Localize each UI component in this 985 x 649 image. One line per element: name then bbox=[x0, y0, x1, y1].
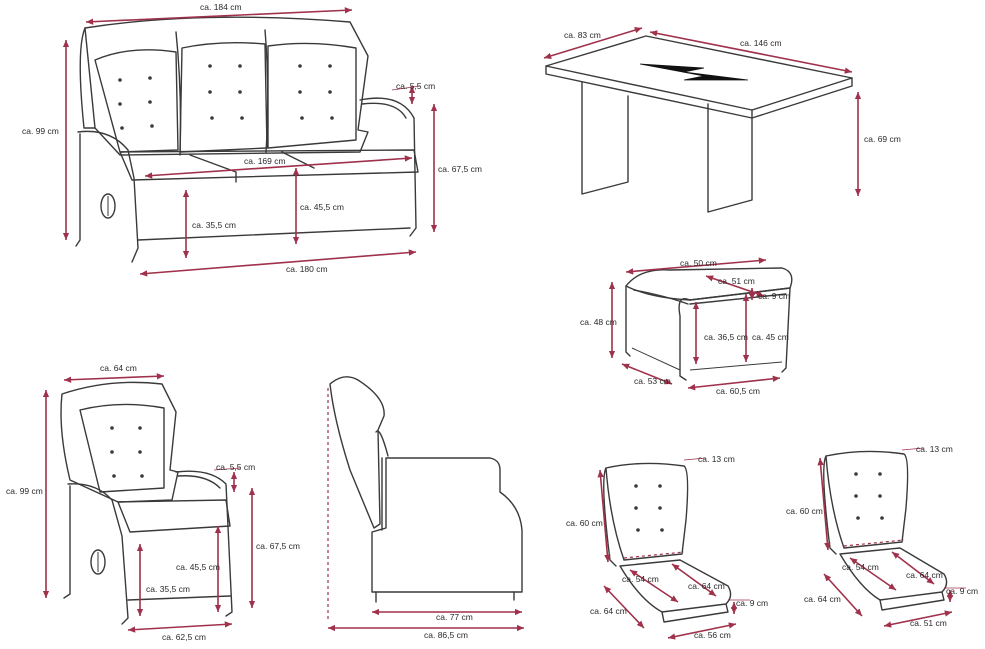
stool-depth-label: ca. 53 cm bbox=[634, 376, 671, 386]
cushion-a-back-height-label: ca. 60 cm bbox=[566, 518, 603, 528]
stool-drawing bbox=[625, 267, 793, 381]
sofa-width-bottom-label: ca. 180 cm bbox=[286, 264, 328, 274]
cushion-b-seat-thickness-label: ca. 9 cm bbox=[946, 586, 978, 596]
cushion-a-drawing bbox=[603, 462, 732, 623]
stool-top-width-label: ca. 50 cm bbox=[680, 258, 717, 268]
cushion-a-seat-depth-left-label: ca. 54 cm bbox=[622, 574, 659, 584]
stool-cushion-thickness-label: ca. 9 cm bbox=[758, 291, 790, 301]
armchair-width-bottom-label: ca. 62,5 cm bbox=[162, 632, 206, 642]
stool-width-label: ca. 60,5 cm bbox=[716, 386, 760, 396]
table-width-label: ca. 146 cm bbox=[740, 38, 782, 48]
side-view-depth-upright-label: ca. 77 cm bbox=[436, 612, 473, 622]
armchair-dimensions: ca. 64 cm ca. 99 cm ca. 5,5 cm ca. 67,5 … bbox=[6, 363, 300, 642]
sofa-width-top-label: ca. 184 cm bbox=[200, 2, 242, 12]
cushion-b-back-thickness-label: ca. 13 cm bbox=[916, 444, 953, 454]
side-view-depth-reclined-label: ca. 86,5 cm bbox=[424, 630, 468, 640]
armchair-seat-height-label: ca. 45,5 cm bbox=[176, 562, 220, 572]
sofa-arm-height-label: ca. 67,5 cm bbox=[438, 164, 482, 174]
table-dimensions: ca. 83 cm ca. 146 cm ca. 69 cm bbox=[543, 27, 901, 196]
sofa-seat-width-label: ca. 169 cm bbox=[244, 156, 286, 166]
cushion-a-width-label: ca. 56 cm bbox=[694, 630, 731, 640]
stool-height-label: ca. 48 cm bbox=[580, 317, 617, 327]
stool-leg-height-label: ca. 36,5 cm bbox=[704, 332, 748, 342]
stool-cushion-width-label: ca. 51 cm bbox=[718, 276, 755, 286]
sofa-height-label: ca. 99 cm bbox=[22, 126, 59, 136]
stool-dimensions: ca. 50 cm ca. 51 cm ca. 9 cm ca. 48 cm c… bbox=[580, 257, 790, 396]
table-depth-label: ca. 83 cm bbox=[564, 30, 601, 40]
armchair-drawing bbox=[60, 381, 233, 625]
sofa-seat-height-front-label: ca. 35,5 cm bbox=[192, 220, 236, 230]
cushion-b-back-height-label: ca. 60 cm bbox=[786, 506, 823, 516]
sofa-drawing bbox=[75, 16, 419, 263]
sofa-seat-height-label: ca. 45,5 cm bbox=[300, 202, 344, 212]
cushion-a-seat-depth-right-label: ca. 64 cm bbox=[688, 581, 725, 591]
cushion-b-dimensions: ca. 13 cm ca. 60 cm ca. 54 cm ca. 64 cm … bbox=[786, 444, 978, 628]
table-height-label: ca. 69 cm bbox=[864, 134, 901, 144]
side-view-dimensions: ca. 77 cm ca. 86,5 cm bbox=[327, 388, 524, 640]
sofa-dimensions: ca. 184 cm ca. 99 cm ca. 169 cm ca. 5,5 … bbox=[22, 2, 482, 277]
cushion-b-seat-depth-left-label: ca. 54 cm bbox=[842, 562, 879, 572]
cushion-b-drawing bbox=[823, 450, 948, 611]
cushion-a-dimensions: ca. 13 cm ca. 60 cm ca. 54 cm ca. 64 cm … bbox=[566, 454, 768, 640]
armchair-seat-height-front-label: ca. 35,5 cm bbox=[146, 584, 190, 594]
cushion-a-depth-label: ca. 64 cm bbox=[590, 606, 627, 616]
armchair-arm-width-label: ca. 5,5 cm bbox=[216, 462, 255, 472]
sofa-arm-width-label: ca. 5,5 cm bbox=[396, 81, 435, 91]
lightning-logo-icon bbox=[639, 63, 749, 81]
armchair-height-label: ca. 99 cm bbox=[6, 486, 43, 496]
armchair-width-top-label: ca. 64 cm bbox=[100, 363, 137, 373]
cushion-b-seat-depth-right-label: ca. 64 cm bbox=[906, 570, 943, 580]
cushion-b-width-label: ca. 51 cm bbox=[910, 618, 947, 628]
cushion-a-seat-thickness-label: ca. 9 cm bbox=[736, 598, 768, 608]
side-view-drawing bbox=[329, 376, 523, 603]
cushion-b-depth-label: ca. 64 cm bbox=[804, 594, 841, 604]
cushion-a-back-thickness-label: ca. 13 cm bbox=[698, 454, 735, 464]
stool-height-front-label: ca. 45 cm bbox=[752, 332, 789, 342]
armchair-arm-height-label: ca. 67,5 cm bbox=[256, 541, 300, 551]
